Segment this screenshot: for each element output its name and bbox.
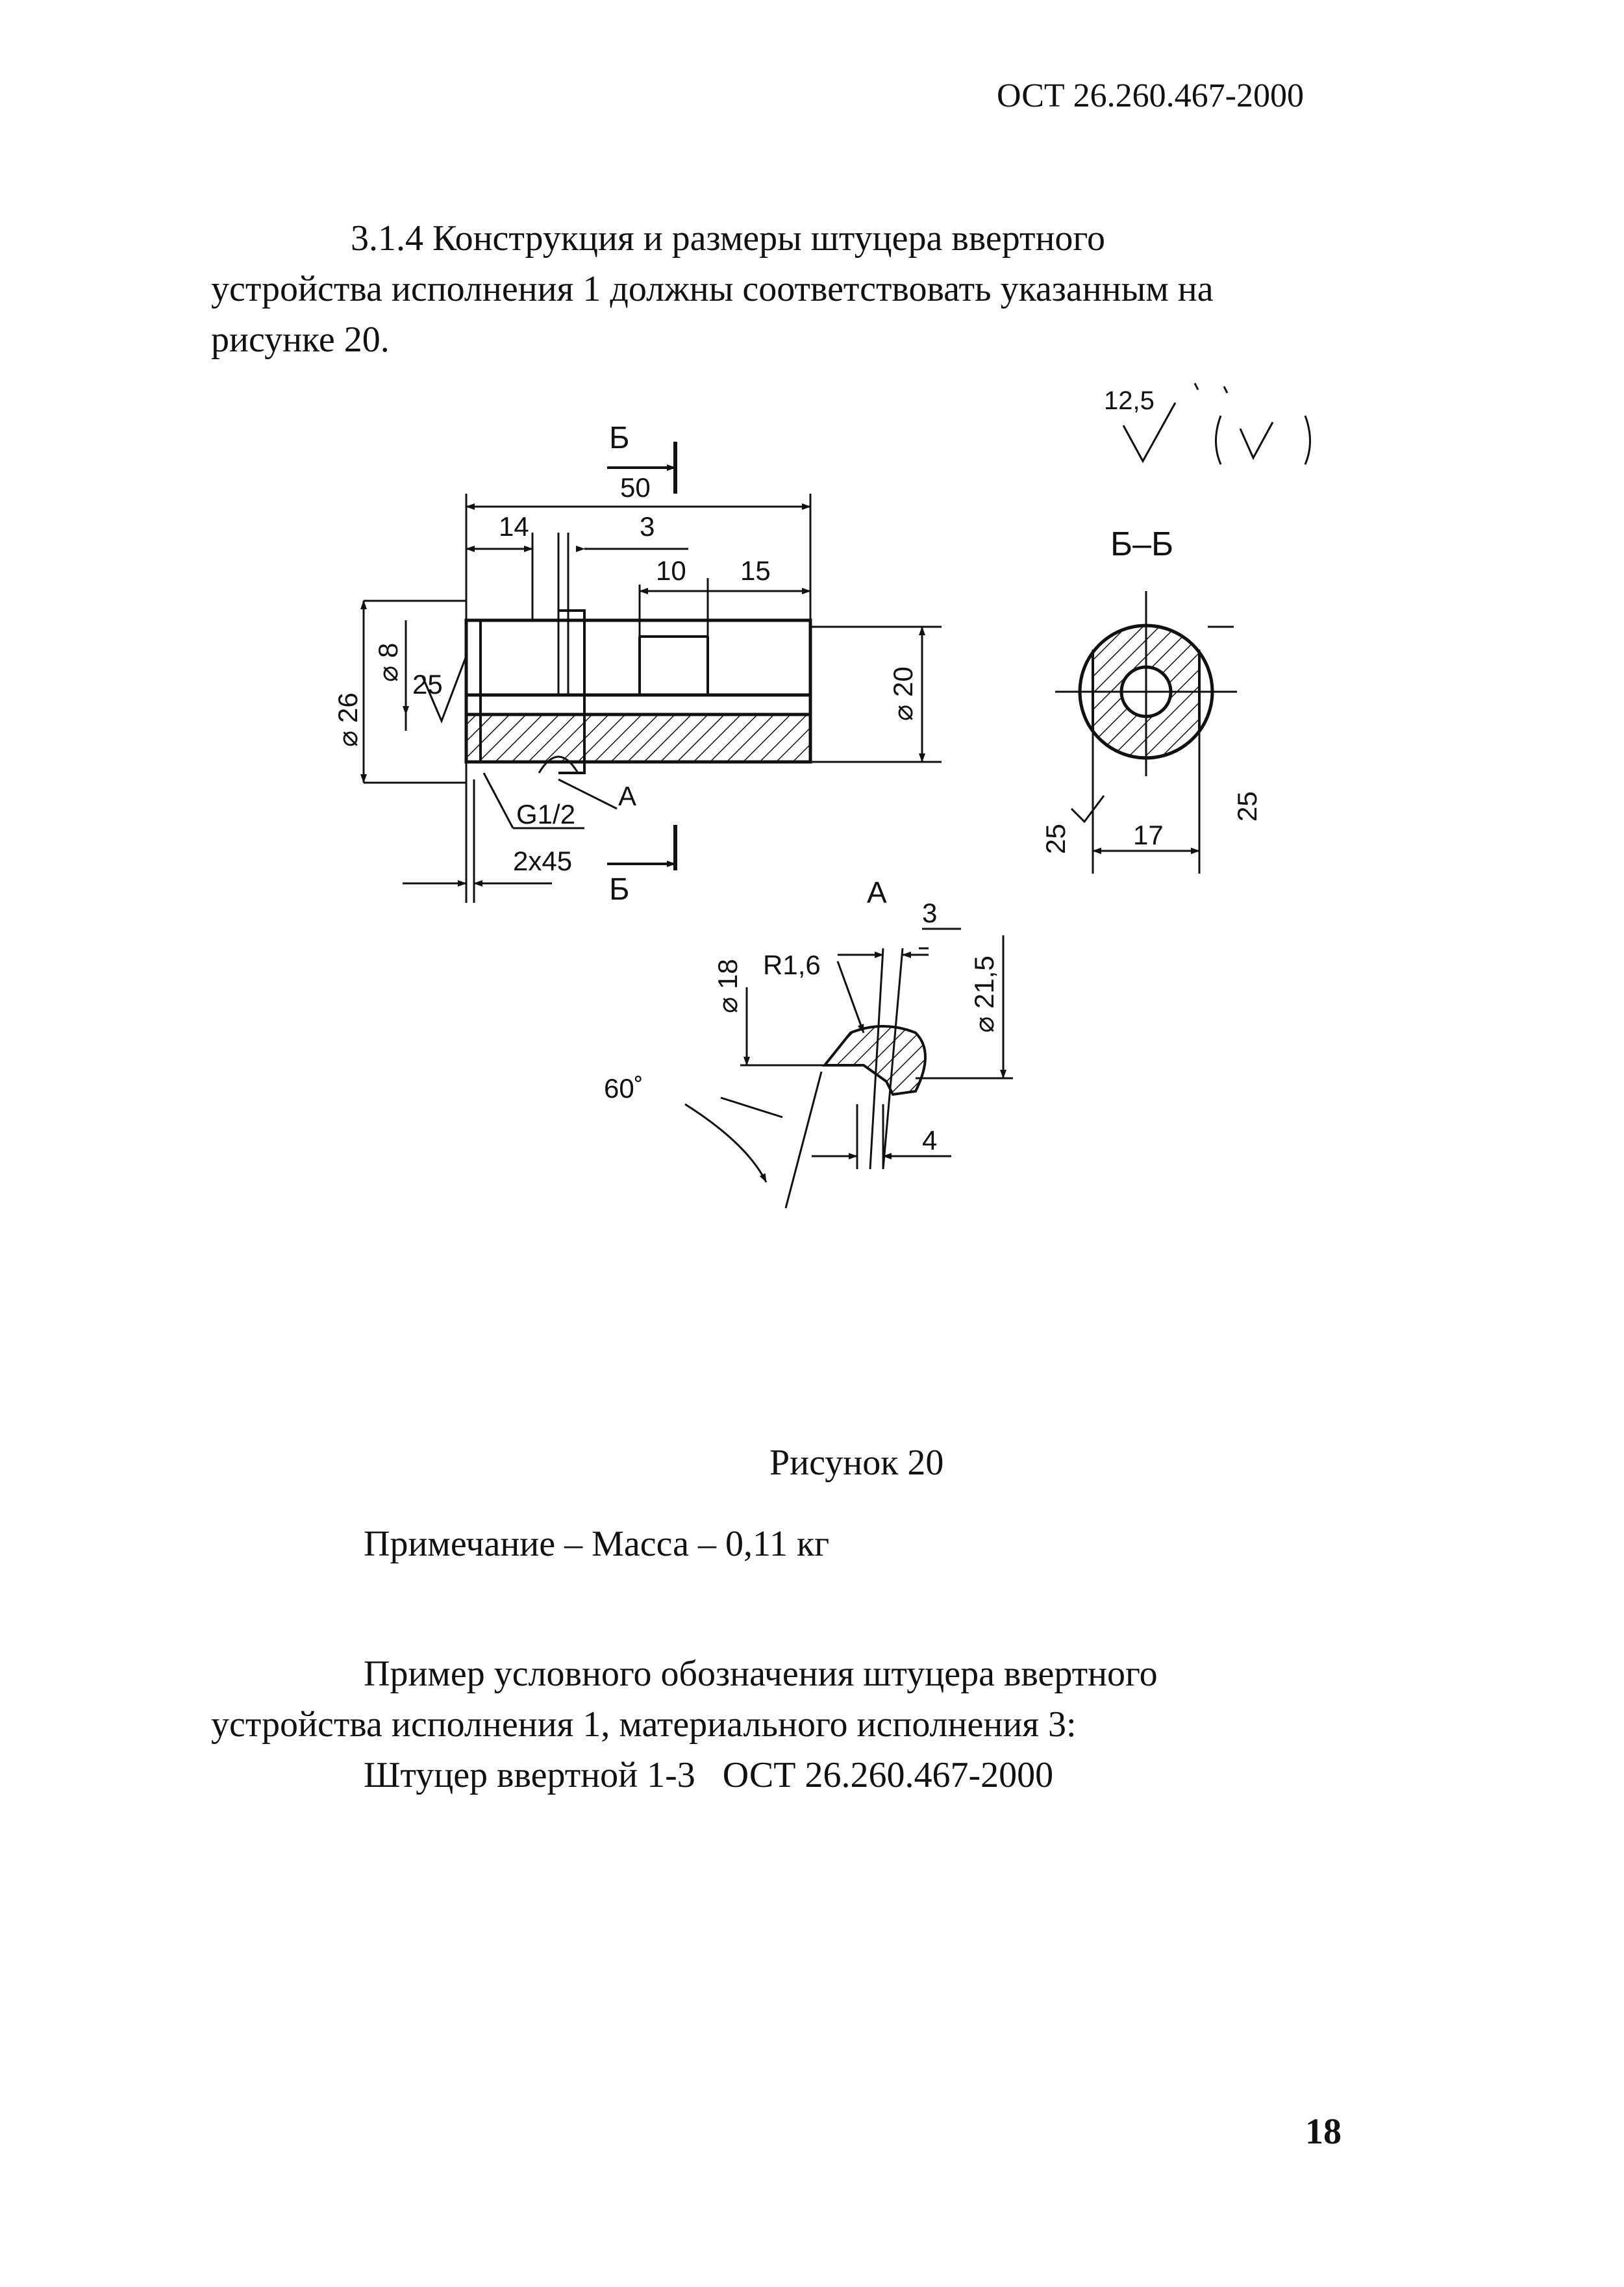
section-mark-bottom: Б xyxy=(609,872,630,907)
thread-label: G1/2 xyxy=(516,799,575,829)
main-view-labels: Б 50 14 3 10 15 ⌀ 26 ⌀ 8 25 ⌀ 20 G1/2 А … xyxy=(332,421,918,907)
dim-dia-26: ⌀ 26 xyxy=(332,692,363,747)
paragraph-line-3: рисунке 20. xyxy=(211,320,390,360)
figure-caption: Рисунок 20 xyxy=(769,1443,944,1483)
section-view xyxy=(1055,591,1237,874)
detail-view xyxy=(684,928,1013,1209)
dim-dia-20: ⌀ 20 xyxy=(888,666,918,721)
main-view xyxy=(360,442,942,903)
detail-title: А xyxy=(867,876,887,909)
sec-dim-25: 25 xyxy=(1232,791,1262,822)
sec-roughness-25: 25 xyxy=(1040,824,1071,854)
document-code: ОСТ 26.260.467-2000 xyxy=(997,77,1304,114)
dim-chamfer: 2x45 xyxy=(513,846,572,876)
paragraph-line-2: устройства исполнения 1 должны соответст… xyxy=(211,269,1214,309)
section-mark-top: Б xyxy=(609,421,630,455)
example-line-2: устройства исполнения 1, материального и… xyxy=(211,1704,1077,1745)
det-dia-21-5: ⌀ 21,5 xyxy=(969,955,999,1033)
dim-10: 10 xyxy=(656,555,686,586)
mass-note: Примечание – Масса – 0,11 кг xyxy=(364,1524,830,1564)
section-title: Б–Б xyxy=(1110,525,1173,563)
roughness-value: 12,5 xyxy=(1104,386,1155,415)
example-line-1: Пример условного обозначения штуцера вве… xyxy=(364,1654,1158,1694)
page-number: 18 xyxy=(1305,2112,1342,2152)
roughness-symbol xyxy=(1122,383,1311,465)
sec-dim-17: 17 xyxy=(1133,820,1164,850)
det-angle: 60˚ xyxy=(604,1073,643,1104)
detail-callout-a: А xyxy=(618,781,636,811)
det-dim-3: 3 xyxy=(922,898,937,928)
dim-50: 50 xyxy=(620,472,651,503)
dim-14: 14 xyxy=(499,511,529,542)
det-dim-4: 4 xyxy=(922,1125,937,1156)
det-dia-18: ⌀ 18 xyxy=(712,959,743,1013)
dim-dia-8: ⌀ 8 xyxy=(373,643,403,682)
dim-15: 15 xyxy=(740,555,771,586)
example-line-3: Штуцер ввертной 1-3 ОСТ 26.260.467-2000 xyxy=(364,1755,1054,1795)
dim-3: 3 xyxy=(640,511,655,542)
roughness-25: 25 xyxy=(412,669,443,700)
paragraph-line-1: 3.1.4 Конструкция и размеры штуцера ввер… xyxy=(351,218,1105,259)
det-radius: R1,6 xyxy=(763,950,821,980)
